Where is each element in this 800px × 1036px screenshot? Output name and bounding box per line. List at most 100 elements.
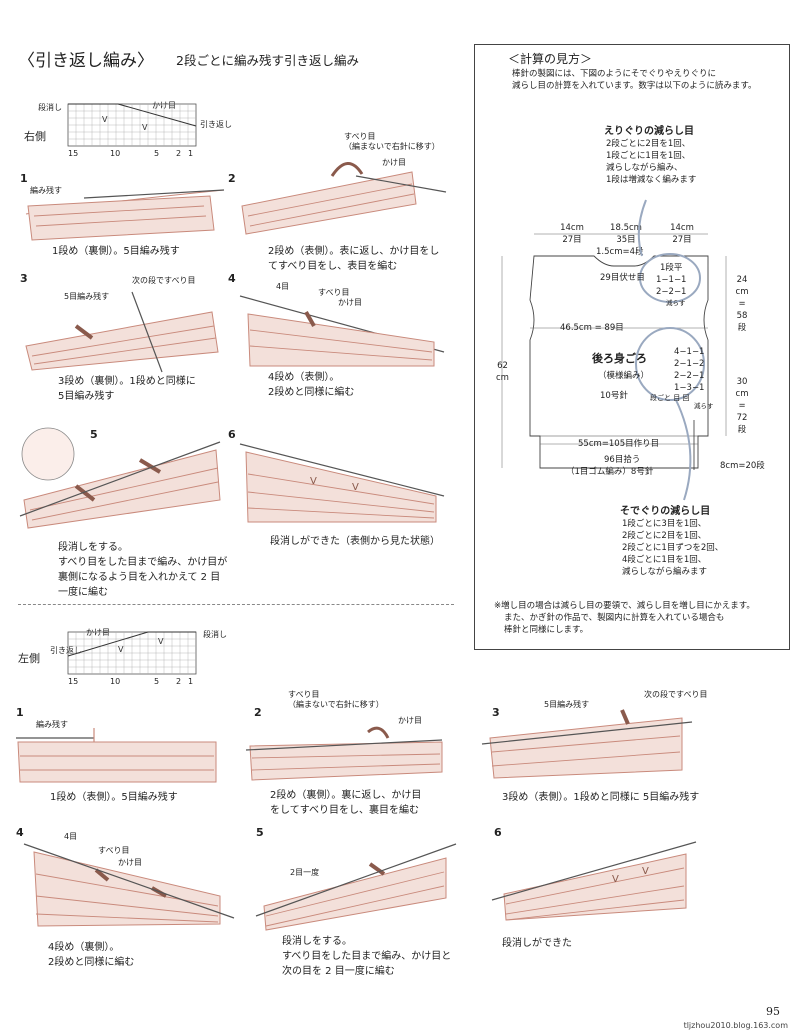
right-step6-illustration: VV	[239, 443, 445, 523]
svg-text:V: V	[310, 476, 317, 487]
left-step3-illustration	[481, 709, 693, 779]
body-pattern: （模様編み）	[598, 371, 650, 381]
svg-text:V: V	[352, 482, 359, 493]
right-step5-caption: 段消しをする。すべり目をした目まで編み、かけ目が裏側になるよう目を入れかえて 2…	[58, 542, 228, 598]
left-step4-caption: 4段め（裏側）。2段めと同様に編む	[48, 942, 135, 968]
right-step1-caption: 1段め（裏側）。5目編み残す	[52, 246, 180, 257]
left-chart-top-label: かけ目	[86, 628, 110, 637]
page-number: 95	[766, 1005, 780, 1018]
right-step4-label-c: かけ目	[338, 298, 362, 307]
left-step4-label-b: すべり目	[98, 846, 130, 855]
right-step5-illustration	[19, 427, 221, 529]
right-step1-illustration	[25, 189, 225, 241]
left-step4-label-a: 4目	[64, 832, 78, 841]
sleeve-lines: 1段ごとに3目を1回、2段ごとに2目を1回、2段ごとに1目ずつを2回、4段ごとに…	[622, 519, 724, 577]
left-step5-label-a: 2目一度	[290, 868, 320, 877]
right-short-row-chart: VV	[67, 103, 197, 147]
svg-text:V: V	[612, 874, 619, 885]
left-step4-label-c: かけ目	[118, 858, 142, 867]
svg-text:V: V	[142, 123, 148, 132]
right-step1-label: 編み残す	[30, 186, 62, 195]
rib-height: 8cm=20段	[720, 461, 765, 471]
cast-on-label: 55cm=105目作り目	[578, 439, 660, 449]
left-step2-label-a: すべり目	[288, 690, 320, 699]
right-step4-num: 4	[228, 272, 236, 285]
left-step2-num: 2	[254, 706, 262, 719]
right-chart-left-label: 段消し	[38, 103, 62, 112]
right-step4-illustration	[239, 295, 445, 367]
left-step2-caption: 2段め（裏側）。裏に返し、かけ目をしてすべり目をし、裏目を編む	[270, 790, 422, 816]
left-step1-caption: 1段め（表側）。5目編み残す	[50, 792, 178, 803]
page-title: 〈引き返し編み〉	[18, 51, 154, 71]
right-step4-label-a: 4目	[276, 282, 290, 291]
right-step5-num: 5	[90, 428, 98, 441]
left-step3-num: 3	[492, 706, 500, 719]
neck-lines: 2段ごとに2目を1回、1段ごとに1目を1回、減らしながら編み、1段は増減なく編み…	[606, 139, 697, 185]
left-step2-label-c: かけ目	[398, 716, 422, 725]
svg-text:V: V	[118, 645, 124, 654]
right-step3-illustration	[25, 291, 219, 373]
body-title: 後ろ身ごろ	[592, 352, 647, 365]
left-step3-label-a: 5目編み残す	[544, 700, 590, 709]
right-step4-label-b: すべり目	[318, 288, 350, 297]
right-step2-illustration	[241, 162, 447, 235]
width-label: 46.5cm = 89目	[560, 323, 624, 333]
left-step6-num: 6	[494, 826, 502, 839]
left-step5-caption: 段消しをする。すべり目をした目まで編み、かけ目と次の目を 2 目一度に編む	[282, 936, 452, 977]
calc-title: ＜計算の見方＞	[508, 52, 593, 66]
left-chart-left-label: 引き返し	[50, 646, 82, 655]
calc-note: ※増し目の場合は減らし目の要領で、減らし目を増し目にかえます。また、かぎ針の作品…	[494, 601, 755, 635]
left-step2-illustration	[245, 726, 443, 781]
right-step2-label-c: かけ目	[382, 158, 406, 167]
right-step6-num: 6	[228, 428, 236, 441]
right-chart-right-label: 引き返し	[200, 120, 232, 129]
schematic-diagram	[501, 199, 727, 501]
rib-label: （1目ゴム編み）8号針	[566, 467, 654, 477]
neck-small: 1.5cm=4段	[596, 247, 644, 257]
pickup-label: 96目拾う	[604, 455, 641, 465]
svg-text:V: V	[158, 637, 164, 646]
calc-intro: 棒針の製図には、下図のようにそでぐりやえりぐりに減らし目の計算を入れています。数…	[512, 69, 757, 91]
left-side-label: 左側	[18, 652, 40, 665]
bind-off-label: 29目伏せ目	[600, 273, 645, 283]
left-chart-right-label: 段消し	[203, 630, 227, 639]
left-step4-num: 4	[16, 826, 24, 839]
left-step1-illustration	[16, 728, 217, 783]
left-step1-label: 編み残す	[36, 720, 68, 729]
left-step4-illustration	[23, 843, 235, 927]
svg-text:V: V	[642, 866, 649, 877]
right-step2-label-b: （編まないで右針に移す）	[344, 142, 440, 151]
left-step6-caption: 段消しができた	[502, 938, 572, 949]
page-subtitle: 2段ごとに編み残す引き返し編み	[176, 53, 359, 68]
right-side-label: 右側	[24, 130, 46, 143]
right-step1-num: 1	[20, 172, 28, 185]
sleeve-title: そでぐりの減らし目	[620, 506, 711, 517]
right-step2-label-a: すべり目	[344, 132, 376, 141]
right-step6-caption: 段消しができた（表側から見た状態）	[270, 536, 440, 547]
sleeve-decrease: 減らす	[694, 402, 714, 410]
footer-watermark: tljzhou2010.blog.163.com	[683, 1021, 788, 1030]
svg-text:V: V	[102, 115, 108, 124]
right-step4-caption: 4段め（表側）。2段めと同様に編む	[268, 372, 355, 398]
calc-legend: 段ごと 目 回	[650, 394, 690, 402]
right-step3-num: 3	[20, 272, 28, 285]
left-step5-illustration	[255, 843, 457, 931]
left-step2-label-b: （編まないで右針に移す）	[288, 700, 384, 709]
right-step3-label-a: 5目編み残す	[64, 292, 110, 301]
needle-size: 10号針	[600, 391, 628, 401]
neck-decrease: 減らす	[666, 299, 686, 307]
left-step3-label-b: 次の段ですべり目	[644, 690, 708, 699]
left-step3-caption: 3段め（表側）。1段めと同様に 5目編み残す	[502, 792, 700, 803]
left-step6-illustration: VV	[491, 841, 697, 921]
left-step1-num: 1	[16, 706, 24, 719]
right-step2-num: 2	[228, 172, 236, 185]
